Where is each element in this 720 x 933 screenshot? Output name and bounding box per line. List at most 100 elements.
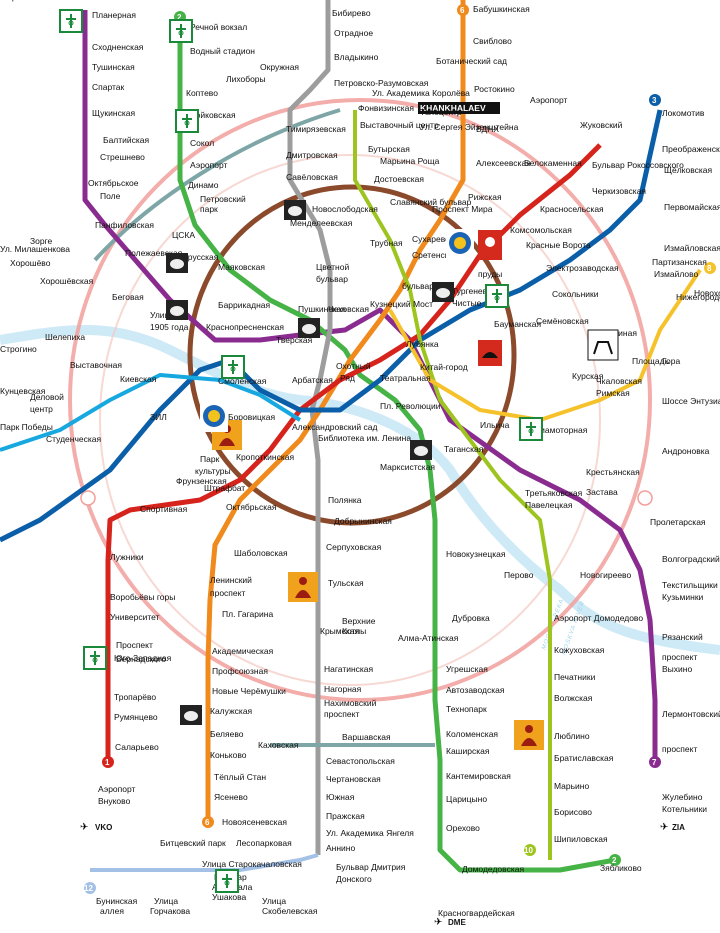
station-label: Поле xyxy=(100,191,121,201)
station-label: Курская xyxy=(572,371,604,381)
station-label: Ул. Академика Королёва xyxy=(372,88,470,98)
svg-text:8: 8 xyxy=(707,264,712,273)
station-label: Баррикадная xyxy=(218,300,271,310)
station-label: Шелепиха xyxy=(45,332,85,342)
station-label: Черкизовская xyxy=(592,186,646,196)
station-label: Фонвизинская xyxy=(358,103,414,113)
station-label: Маяковская xyxy=(218,262,265,272)
station-label: Каховская xyxy=(258,740,299,750)
horse-icon xyxy=(478,230,502,260)
station-label: Тульская xyxy=(328,578,364,588)
station-label: Бибирево xyxy=(332,8,371,18)
station-label: Кантемировская xyxy=(446,771,511,781)
station-label: парк xyxy=(200,204,218,214)
station-label: Донского xyxy=(336,874,372,884)
station-label: центр xyxy=(30,404,53,414)
station-label: Выхино xyxy=(662,664,692,674)
station-label: Ростокино xyxy=(474,84,515,94)
station-label: Хорошёвская xyxy=(40,276,94,286)
line-9 xyxy=(287,0,333,855)
station-label: Студенческая xyxy=(46,434,102,444)
label-sign-icon xyxy=(418,102,500,114)
line-14-badge xyxy=(637,490,653,506)
station-label: Тургеневская xyxy=(452,286,505,296)
coin-icon xyxy=(284,200,306,220)
svg-text:6: 6 xyxy=(460,6,465,15)
station-label: Ул. Милашенкова xyxy=(0,244,70,254)
station-label: Выставочный центр xyxy=(360,120,439,130)
station-label: Битцевский парк xyxy=(160,838,226,848)
station-label: Чистые xyxy=(452,298,482,308)
station-label: Краснопресненская xyxy=(206,322,284,332)
station-label: Марксистская xyxy=(380,462,435,472)
station-label: Красные Ворота xyxy=(526,240,591,250)
station-label: Марьино xyxy=(554,781,590,791)
station-label: Алексеевская xyxy=(476,158,531,168)
pharmacy-icon xyxy=(175,109,199,133)
coin-icon xyxy=(166,300,188,320)
station-label: Юго-Западная xyxy=(114,653,172,663)
station-label: ЦСКА xyxy=(172,230,195,240)
station-label: Пражская xyxy=(326,811,365,821)
station-label: Динамо xyxy=(188,180,219,190)
station-label: проспект xyxy=(210,588,245,598)
station-label: Полежаевская xyxy=(125,248,183,258)
station-label: Текстильщики xyxy=(662,580,718,590)
station-label: Панфиловская xyxy=(95,220,154,230)
station-label: Петровский xyxy=(200,194,246,204)
station-label: Штрафбат xyxy=(204,483,245,493)
station-label: Аэропорт xyxy=(98,784,136,794)
station-label: Румянцево xyxy=(114,712,158,722)
station-label: Тёплый Стан xyxy=(214,772,266,782)
station-label: Павелецкая xyxy=(525,500,573,510)
station-label: Коньково xyxy=(210,750,247,760)
station-label: Лесопарковая xyxy=(236,838,292,848)
station-label: Киевская xyxy=(120,374,157,384)
svg-text:7: 7 xyxy=(652,758,657,767)
coin-icon xyxy=(180,705,202,725)
buddha-icon xyxy=(288,572,318,602)
station-label: Горчакова xyxy=(150,906,190,916)
station-label: Рязанский xyxy=(662,632,703,642)
station-label: Борисово xyxy=(554,807,592,817)
pharmacy-icon xyxy=(169,19,193,43)
station-label: Печатники xyxy=(554,672,596,682)
station-label: Свиблово xyxy=(473,36,512,46)
station-label: Римская xyxy=(596,388,630,398)
station-label: Новогиреево xyxy=(580,570,631,580)
station-label: Аэропорт xyxy=(530,95,568,105)
station-label: Цветной xyxy=(316,262,349,272)
bear-icon xyxy=(478,340,502,366)
station-label: Академическая xyxy=(212,646,274,656)
station-label: Кропоткинская xyxy=(236,452,294,462)
station-label: Бабушкинская xyxy=(473,4,530,14)
station-label: Владыкино xyxy=(334,52,379,62)
station-label: Авиамоторная xyxy=(530,425,588,435)
station-label: Чертановская xyxy=(326,774,381,784)
station-label: Бульвар Рокоссовского xyxy=(592,160,684,170)
station-label: Аэропорт Домодедово xyxy=(554,613,643,623)
station-label: Севастопольская xyxy=(326,756,395,766)
station-label: Волжская xyxy=(554,693,593,703)
station-label: Вернадского xyxy=(116,654,166,664)
line-7 xyxy=(82,10,658,760)
station-label: Царицыно xyxy=(446,794,487,804)
station-label: Жулебино xyxy=(662,792,703,802)
station-label: Зябликово xyxy=(600,863,642,873)
emblem-icon xyxy=(446,229,474,259)
station-label: Добрынинская xyxy=(334,516,392,526)
station-label: Ряд xyxy=(340,373,355,383)
station-label: Аэропорт xyxy=(190,160,228,170)
airport-labels: VKO DME ZIA ✈ ✈ ✈ xyxy=(80,822,685,928)
coin-icon xyxy=(432,282,454,302)
station-label: Варшавская xyxy=(342,732,391,742)
station-label: Парк Победы xyxy=(0,422,53,432)
station-label: Сухаревская xyxy=(412,234,463,244)
station-label: Кунцевская xyxy=(0,386,46,396)
pharmacy-icon xyxy=(221,355,245,379)
svg-text:10: 10 xyxy=(524,846,533,855)
pharmacy-icon xyxy=(485,284,509,308)
station-label: Театральная xyxy=(380,373,431,383)
station-label: Выставочная xyxy=(70,360,122,370)
